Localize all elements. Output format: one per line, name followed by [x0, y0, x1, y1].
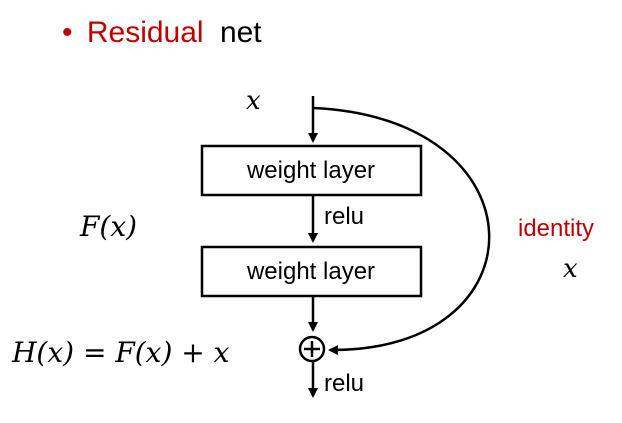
- slide-title: • Residual net: [62, 16, 262, 49]
- title-rest: net: [220, 16, 262, 49]
- relu-out-label: relu: [324, 370, 364, 397]
- identity-x-label: x: [563, 254, 578, 284]
- hx-equation: H(x) = F(x) + x: [11, 336, 230, 369]
- title-bullet: •: [62, 16, 73, 49]
- title-highlight: Residual: [87, 16, 204, 49]
- sum-node: [298, 335, 326, 363]
- weight-layer-1-box: [200, 144, 423, 197]
- weight-layer-2-box: [200, 245, 423, 298]
- input-x-label: x: [246, 86, 261, 116]
- identity-label: identity: [518, 215, 594, 242]
- fx-label: F(x): [79, 210, 137, 243]
- weight-layer-1-label: weight layer: [246, 157, 375, 184]
- weight-layer-2-label: weight layer: [246, 258, 375, 285]
- identity-skip-connection: [312, 106, 491, 356]
- relu-mid-label: relu: [324, 203, 364, 230]
